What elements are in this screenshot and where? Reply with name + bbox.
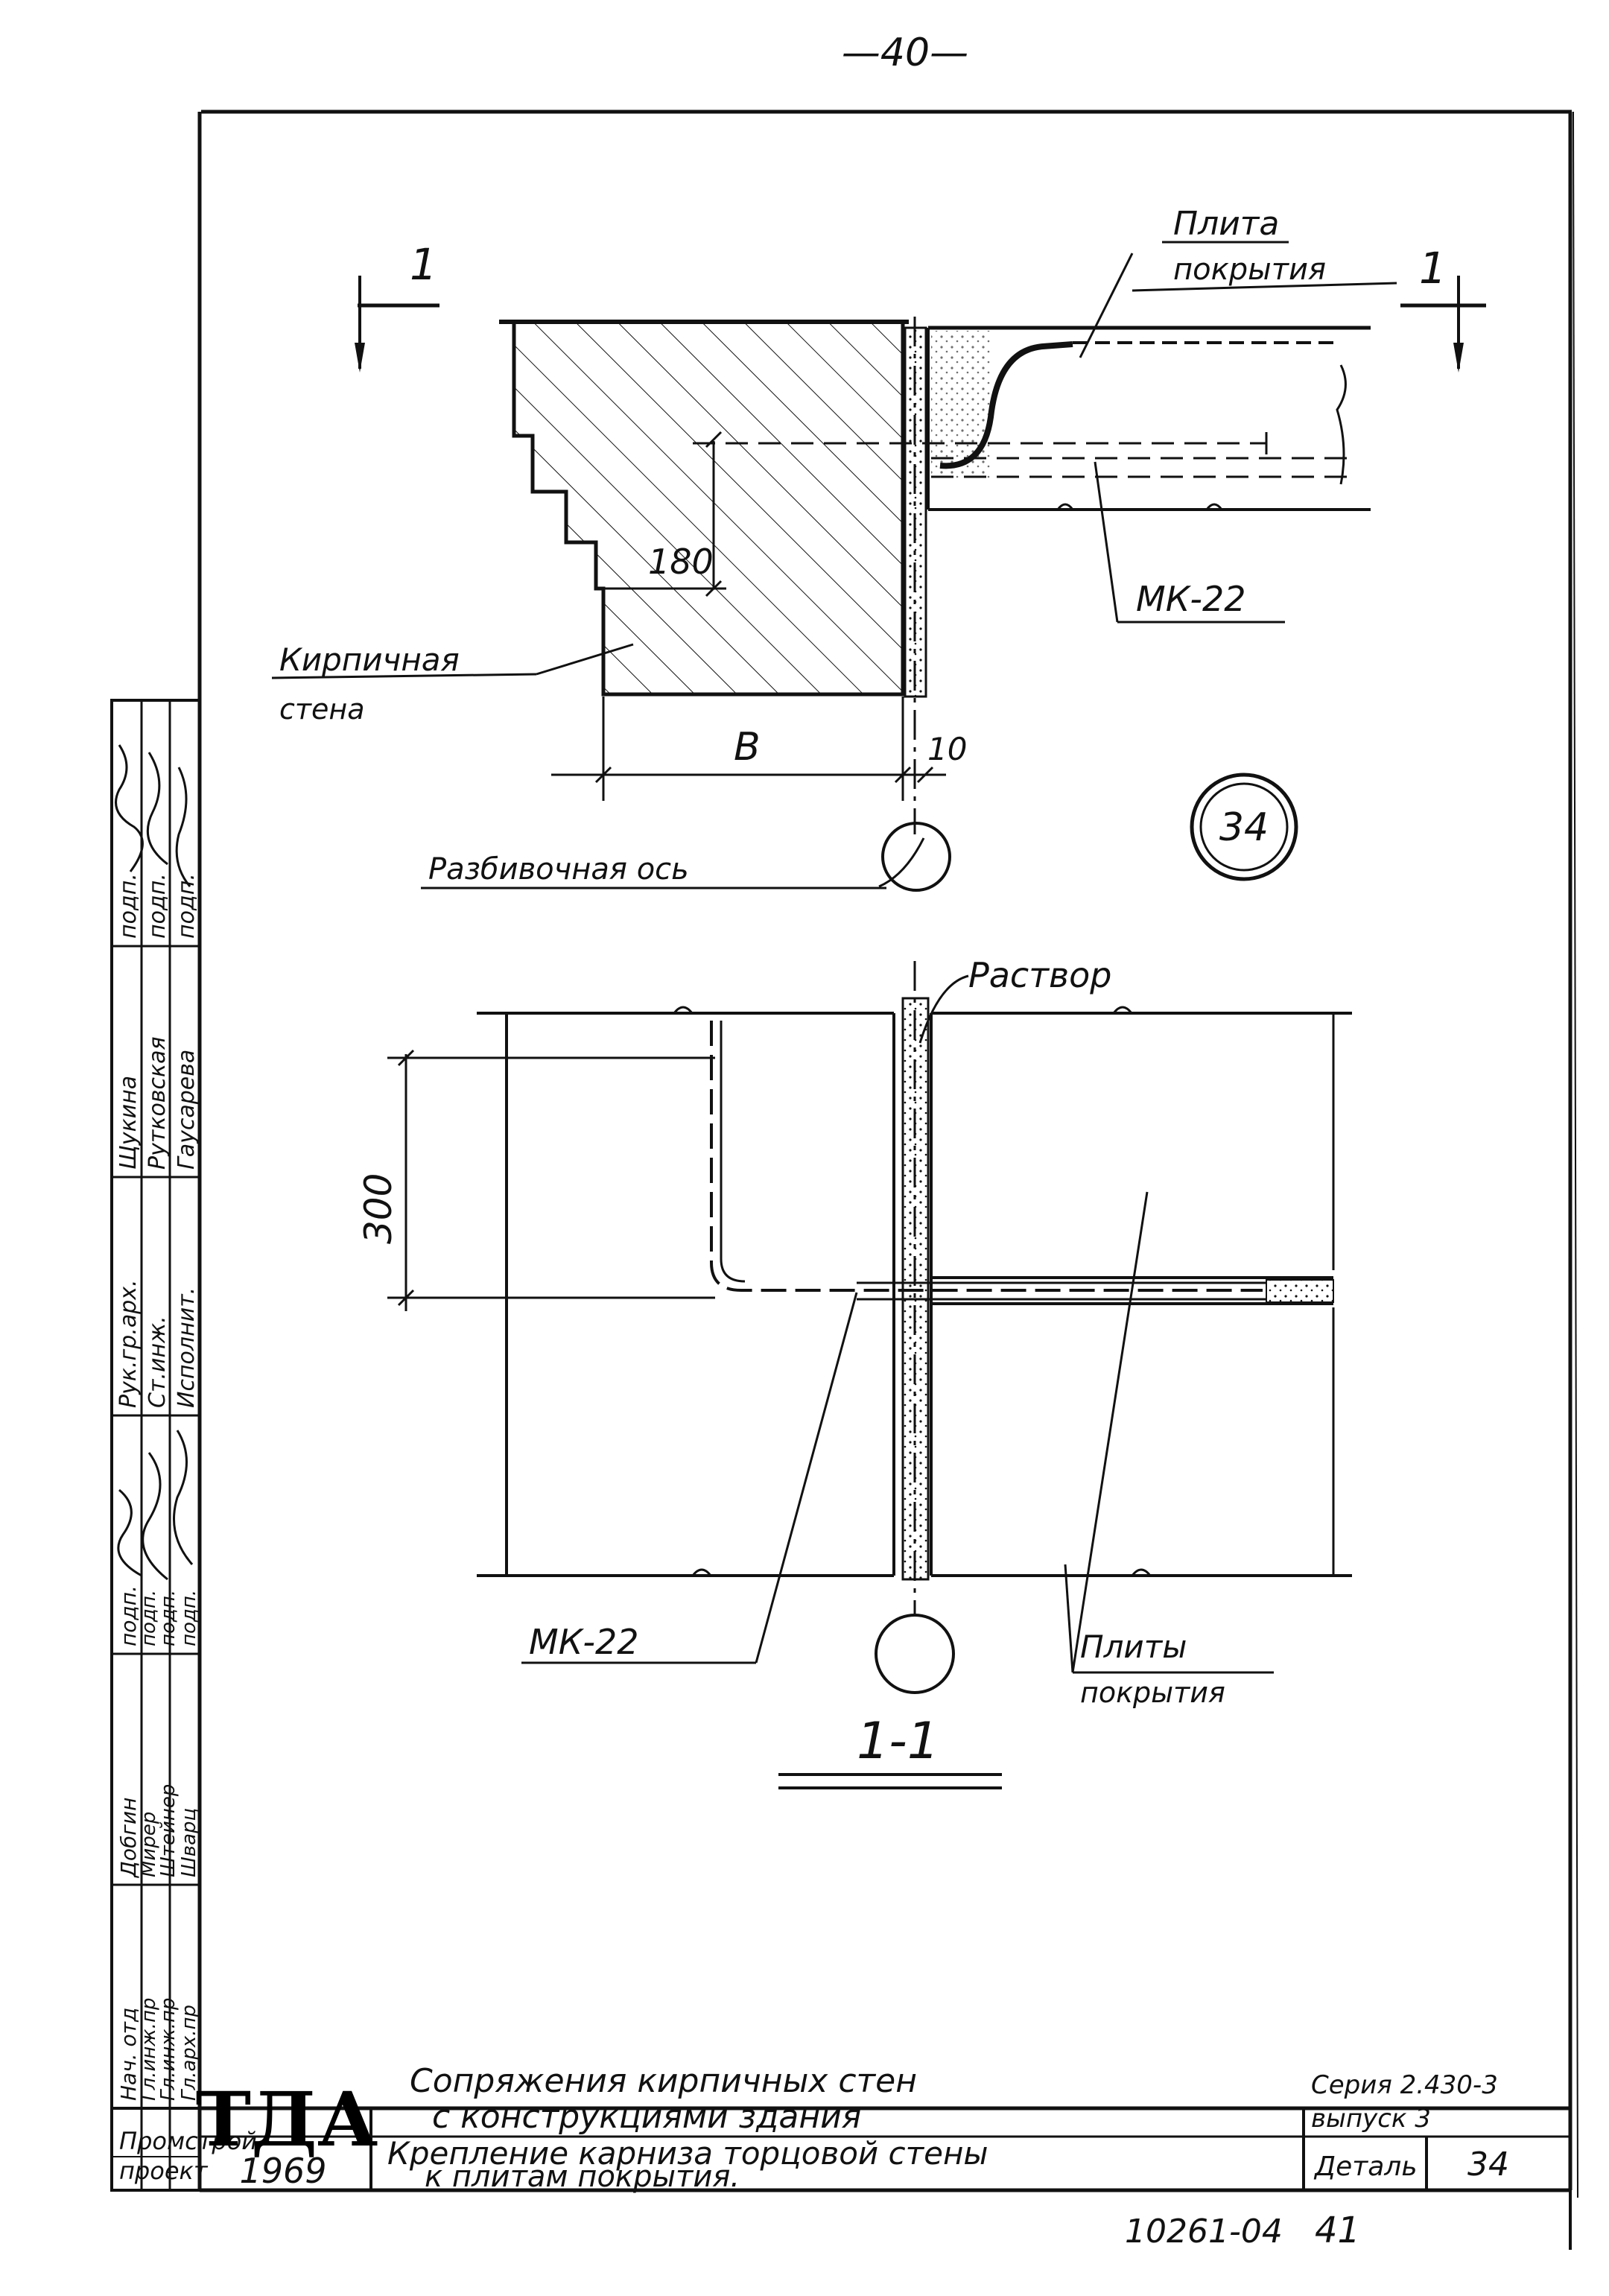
cut-marker-left-label: 1 [410,239,437,290]
svg-text:1-1: 1-1 [857,1712,939,1771]
title-block: ТДА 1969 Сопряжения кирпичных стен с кон… [196,2062,1570,2194]
plan-view: 300 Раствор МК-22 Плиты покрытия 1-1 [357,955,1352,1789]
svg-text:Рук.гр.арх.: Рук.гр.арх. [115,1279,142,1408]
label-slab: Плита покрытия [1079,205,1397,358]
svg-text:Рутковская: Рутковская [145,1036,171,1170]
svg-text:Штейнер: Штейнер [157,1784,180,1877]
svg-text:Плиты: Плиты [1080,1629,1187,1665]
alignment-axis-plan [875,961,955,1694]
title-main-line1: Сопряжения кирпичных стен [410,2062,917,2100]
title-issue: выпуск 3 [1311,2104,1431,2134]
plan-slab-left [477,1006,895,1577]
title-sub-line1: Крепление карниза торцовой стены [387,2135,988,2172]
svg-text:покрытия: покрытия [1080,1676,1225,1709]
label-mk22-bottom: МК-22 [521,1292,858,1664]
svg-text:Нач. отд: Нач. отд [116,2008,141,2101]
label-slabs: Плиты покрытия [1064,1191,1274,1709]
svg-text:Гл.арх.пр: Гл.арх.пр [178,2005,200,2101]
title-detail-label: Деталь [1313,2151,1418,2182]
page-number: —40— [842,31,968,75]
stamp-column: Рук.гр.арх. Ст.инж. Исполнит. Щукина Рут… [110,699,257,2192]
svg-text:Мирер: Мирер [138,1812,160,1877]
svg-text:МК-22: МК-22 [1136,579,1245,619]
dimension-300: 300 [357,1049,715,1311]
dimension-10-label: 10 [927,731,967,767]
dimension-b-label: B [734,725,761,770]
cut-marker-right-label: 1 [1419,243,1447,294]
detail-number-bubble: 34 [1190,773,1298,881]
svg-text:стена: стена [279,693,365,726]
svg-text:подп.: подп. [138,1590,160,1646]
mortar-strip-joint [1266,1279,1334,1303]
section-label-1-1: 1-1 [778,1712,1002,1789]
svg-text:Гаусарева: Гаусарева [174,1050,200,1170]
logo-tda: ТДА [196,2075,378,2163]
anchor-bar-mk22-section [939,341,1073,469]
svg-text:Исполнит.: Исполнит. [174,1287,200,1408]
svg-text:покрытия: покрытия [1173,253,1326,287]
stamp-org-line1: Промстрой [119,2127,257,2155]
title-sub-line2: к плитам покрытия. [425,2160,740,2194]
section-cut-marker-left: 1 [355,239,439,372]
svg-text:подп.: подп. [116,1585,141,1646]
signatures-bottom [117,1430,194,1581]
svg-text:Щукина: Щукина [115,1076,142,1170]
svg-text:Гл.инж.пр: Гл.инж.пр [157,1998,180,2101]
svg-text:34: 34 [1219,805,1269,850]
title-year: 1969 [239,2151,326,2191]
svg-text:Плита: Плита [1173,205,1279,243]
svg-text:Гл.инж.пр: Гл.инж.пр [138,1998,160,2101]
footer-code: 10261-04 [1125,2213,1283,2251]
anchor-bar-mk22-plan [710,1021,1263,1292]
svg-text:Кирпичная: Кирпичная [279,641,460,678]
label-brick-wall: Кирпичная стена [271,641,634,726]
plan-slab-right [930,1006,1352,1577]
svg-text:Ст.инж.: Ст.инж. [145,1316,171,1408]
svg-text:подп.: подп. [178,1590,200,1646]
svg-text:Шварц: Шварц [178,1808,200,1877]
alignment-axis-section: Разбивочная ось [421,317,951,892]
svg-text:Добгин: Добгин [116,1798,141,1880]
title-series: Серия 2.430-3 [1311,2070,1498,2100]
title-main-line2: с конструкциями здания [432,2098,861,2136]
brick-wall-section [507,320,905,697]
dimension-b: B 10 [551,697,967,801]
dimension-300-label: 300 [357,1173,400,1244]
stamp-org-line2: проект [119,2157,209,2185]
svg-text:подп.: подп. [174,873,200,939]
dimension-180-label: 180 [648,542,714,582]
footer-sheet: 41 [1315,2210,1360,2251]
roof-slab-section [927,326,1371,511]
section-view: 1 1 [271,205,1486,892]
title-detail-number: 34 [1467,2146,1509,2184]
dimension-180: 180 [596,431,726,597]
svg-text:Раствор: Раствор [968,955,1111,995]
label-alignment-axis: Разбивочная ось [428,852,689,887]
svg-text:подп.: подп. [157,1590,180,1646]
signatures-top [115,744,191,887]
label-mortar: Раствор [918,955,1111,1044]
label-mk22-top: МК-22 [1094,461,1285,624]
svg-text:подп.: подп. [145,873,171,939]
svg-text:МК-22: МК-22 [529,1622,638,1662]
svg-text:подп.: подп. [115,873,142,939]
section-cut-marker-right: 1 [1400,243,1486,372]
